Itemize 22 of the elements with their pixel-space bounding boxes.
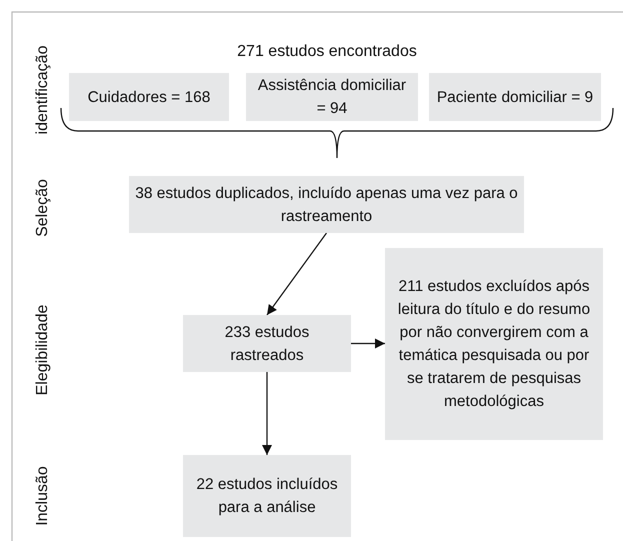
process-box: [385, 248, 603, 440]
stage-label: Inclusão: [34, 466, 52, 526]
arrow: [262, 372, 272, 455]
arrow: [266, 232, 327, 316]
stage-label: identificação: [34, 46, 52, 134]
process-box: [183, 455, 351, 537]
stage-label: Seleção: [34, 179, 52, 237]
arrow: [351, 338, 385, 348]
process-box: [129, 176, 524, 233]
process-box: [183, 315, 351, 372]
box-text: 233 estudos rastreados: [224, 322, 310, 366]
heading: 271 estudos encontrados: [237, 43, 417, 61]
box-text: Paciente domiciliar = 9: [436, 88, 594, 108]
box-text: 211 estudos excluídos após leitura do título e do resumo por não convergirem com a temática pesquisada ou por se tratarem de pesquisas metodológicas: [396, 277, 592, 412]
box-text: Cuidadores = 168: [88, 88, 210, 108]
process-box: [69, 73, 229, 121]
box-text: 22 estudos incluídos para a análise: [195, 475, 339, 518]
process-box: [246, 73, 418, 121]
box-text: 38 estudos duplicados, incluído apenas uma vez para o rastreamento: [135, 184, 518, 226]
stage-label: Elegibilidade: [34, 304, 52, 396]
box-text: Assistência domiciliar = 94: [256, 76, 408, 119]
process-box: [429, 73, 601, 121]
